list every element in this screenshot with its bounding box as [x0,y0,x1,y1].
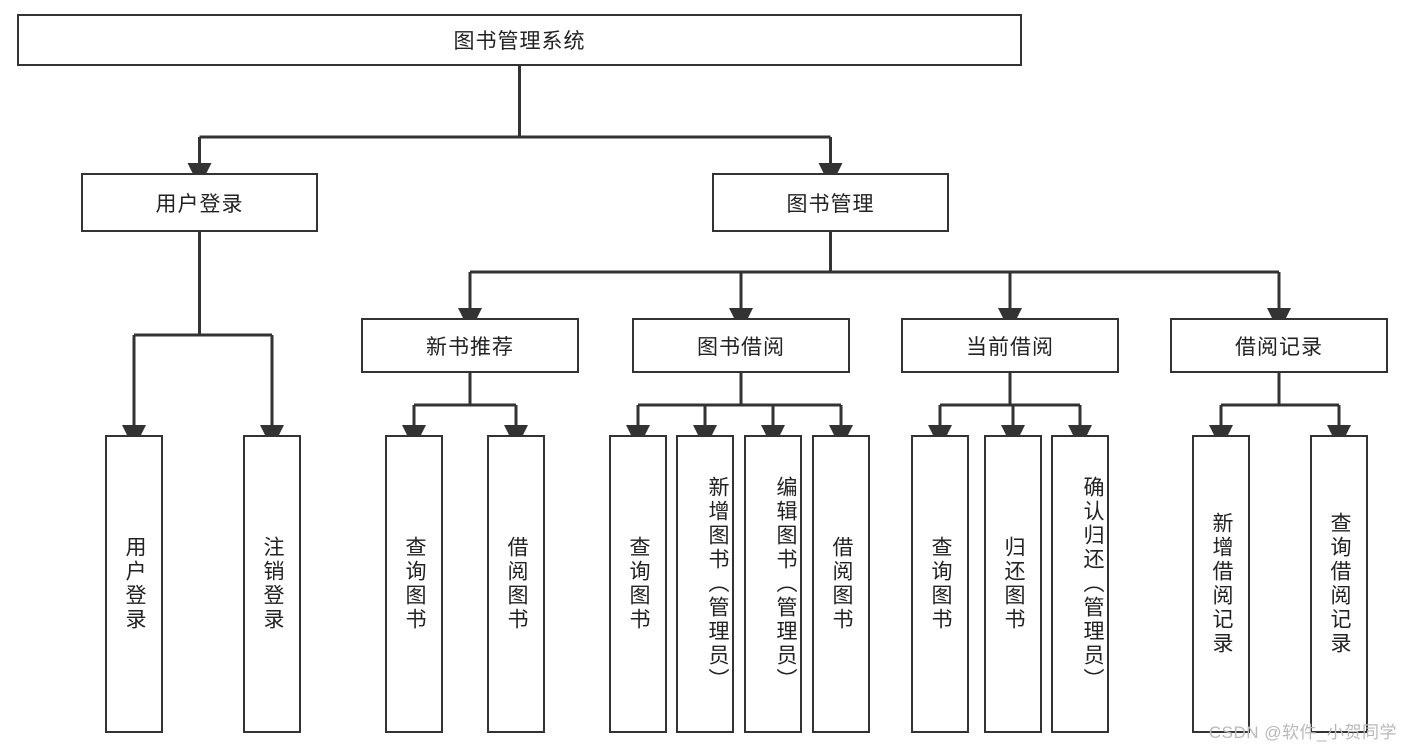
node-leaf-borrow-book-new-label: 借阅图书 [505,536,528,632]
node-borrow-record-label: 借阅记录 [1235,335,1323,359]
node-current-borrow-label: 当前借阅 [966,335,1054,359]
node-leaf-user-login[interactable]: 用户登录 [105,435,163,733]
node-leaf-user-login-label: 用户登录 [123,536,146,632]
node-current-borrow[interactable]: 当前借阅 [901,318,1119,373]
node-root[interactable]: 图书管理系统 [17,14,1022,66]
node-leaf-query-borrow-record[interactable]: 查询借阅记录 [1310,435,1368,733]
node-leaf-query-book-new[interactable]: 查询图书 [385,435,443,733]
node-leaf-query-book-label: 查询图书 [627,536,650,632]
node-root-label: 图书管理系统 [453,30,586,53]
node-user-login[interactable]: 用户登录 [81,173,318,232]
node-leaf-borrow-book-new[interactable]: 借阅图书 [487,435,545,733]
node-new-book-rec-label: 新书推荐 [426,335,514,359]
node-leaf-edit-book-admin[interactable]: 编辑图书（管理员） [744,435,802,733]
node-leaf-add-book-admin[interactable]: 新增图书（管理员） [676,435,734,733]
node-leaf-add-borrow-record[interactable]: 新增借阅记录 [1192,435,1250,733]
node-leaf-query-book[interactable]: 查询图书 [609,435,667,733]
node-book-manage[interactable]: 图书管理 [712,173,949,232]
node-leaf-logout[interactable]: 注销登录 [243,435,301,733]
node-leaf-query-book-cur-label: 查询图书 [929,536,952,632]
node-leaf-logout-label: 注销登录 [261,536,284,632]
node-leaf-add-book-admin-label: 新增图书（管理员） [706,476,729,692]
node-leaf-confirm-return-admin[interactable]: 确认归还（管理员） [1051,435,1109,733]
node-user-login-label: 用户登录 [155,192,244,216]
node-leaf-query-book-new-label: 查询图书 [403,536,426,632]
node-new-book-rec[interactable]: 新书推荐 [361,318,579,373]
node-leaf-query-borrow-record-label: 查询借阅记录 [1328,512,1351,656]
csdn-watermark: CSDN @软件_小贺同学 [1208,723,1397,742]
node-leaf-add-borrow-record-label: 新增借阅记录 [1210,512,1233,656]
node-leaf-edit-book-admin-label: 编辑图书（管理员） [774,476,797,692]
node-leaf-query-book-cur[interactable]: 查询图书 [911,435,969,733]
node-leaf-return-book[interactable]: 归还图书 [984,435,1042,733]
node-book-manage-label: 图书管理 [786,192,875,216]
node-leaf-borrow-book-label: 借阅图书 [830,536,853,632]
node-leaf-confirm-return-admin-label: 确认归还（管理员） [1081,476,1104,692]
node-leaf-borrow-book[interactable]: 借阅图书 [812,435,870,733]
node-book-borrow-label: 图书借阅 [697,335,785,359]
node-book-borrow[interactable]: 图书借阅 [632,318,850,373]
node-borrow-record[interactable]: 借阅记录 [1170,318,1388,373]
node-leaf-return-book-label: 归还图书 [1002,536,1025,632]
